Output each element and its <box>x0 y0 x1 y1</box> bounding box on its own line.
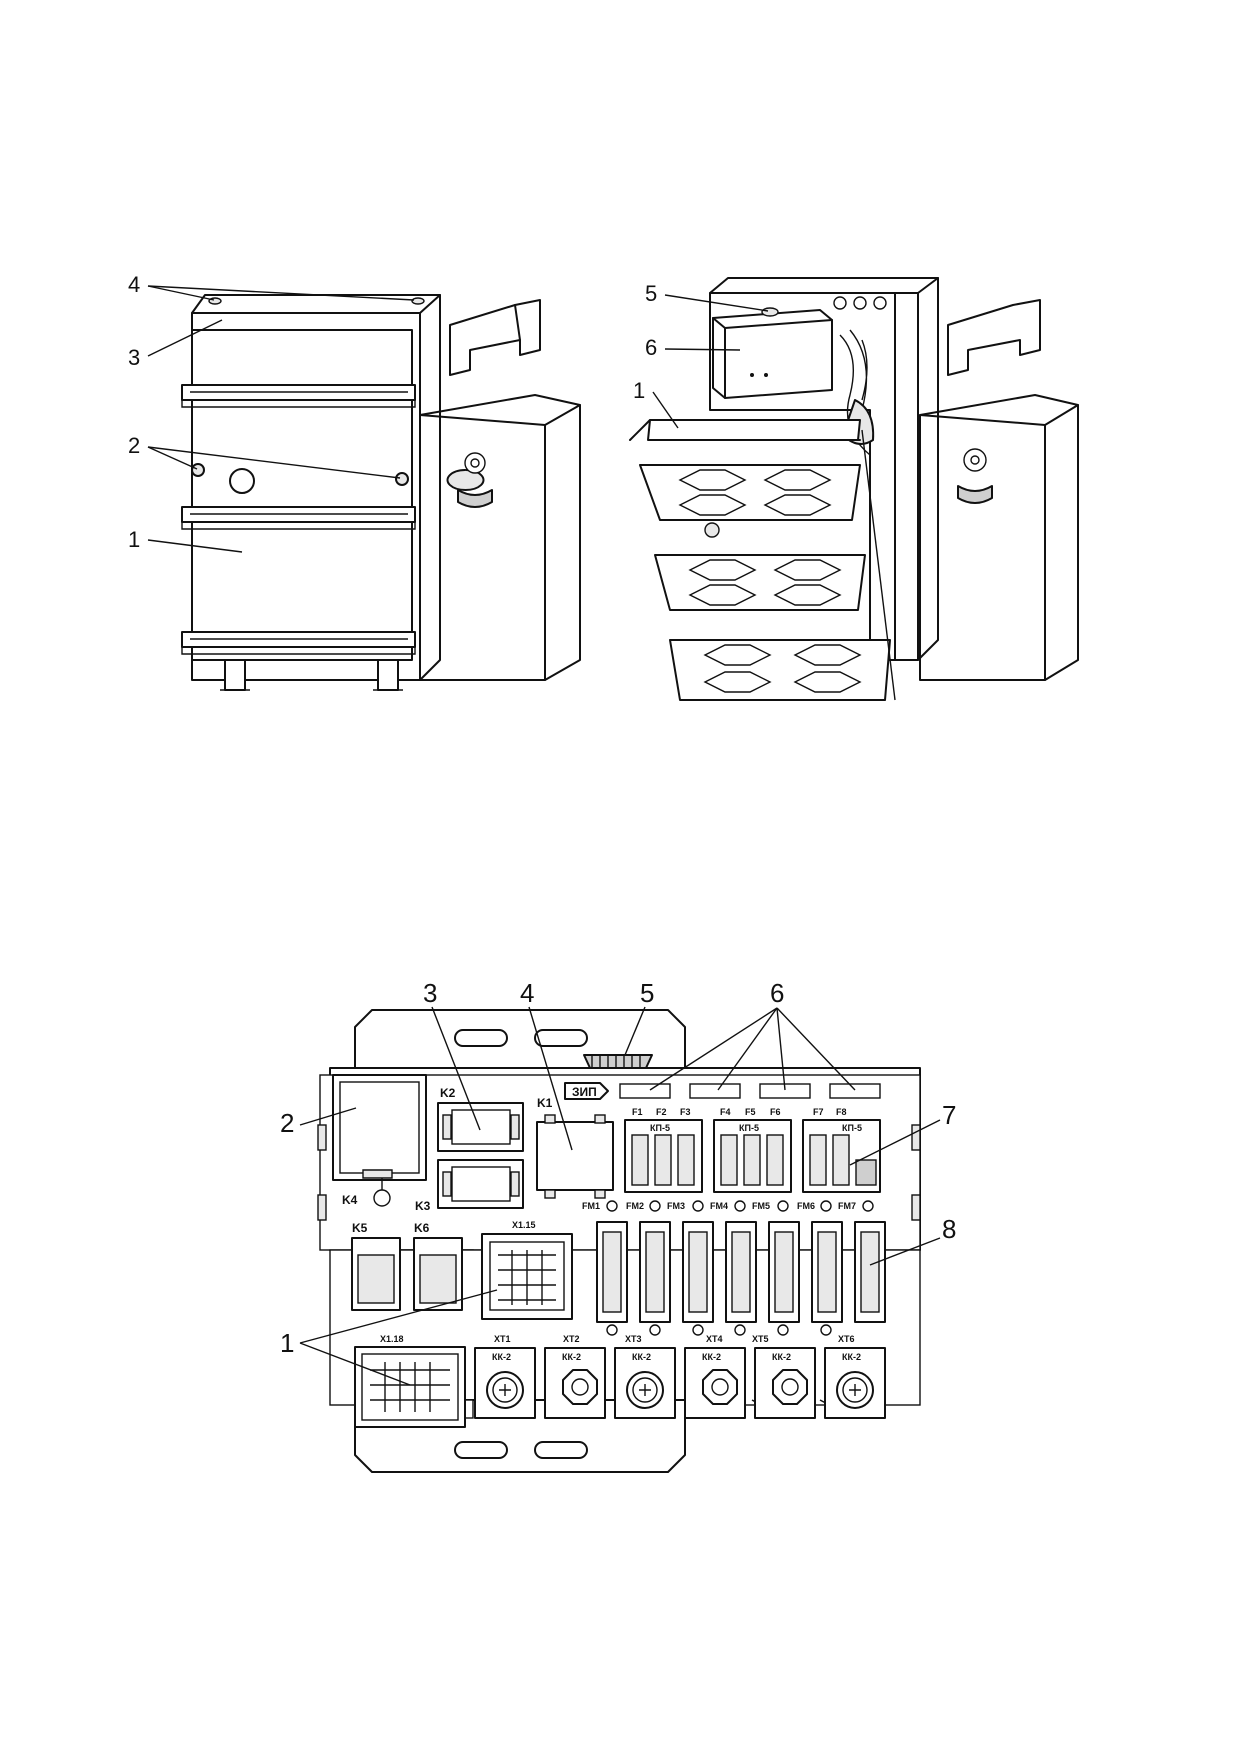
fm-label-4: FM4 <box>710 1201 728 1211</box>
callout-4: 4 <box>128 272 140 297</box>
step-grid-2 <box>654 554 866 611</box>
svg-text:КП-5: КП-5 <box>842 1123 862 1133</box>
fuse-label-f6: F6 <box>770 1107 781 1117</box>
callout-2: 2 <box>128 433 140 458</box>
terminal-xt1: КК-2 <box>474 1347 536 1419</box>
fm-label-1: FM1 <box>582 1201 600 1211</box>
callout-4: 4 <box>520 978 534 1008</box>
callout-3: 3 <box>423 978 437 1008</box>
svg-text:КП-5: КП-5 <box>650 1123 670 1133</box>
relay-label-k4: K4 <box>342 1193 358 1207</box>
cabinet-open-view <box>629 277 1079 701</box>
fm-label-6: FM6 <box>797 1201 815 1211</box>
fuse-label-f2: F2 <box>656 1107 667 1117</box>
panel-lower-area: K5 K6 X1.15 X1.18 XT1 XT2 XT3 <box>329 1220 921 1473</box>
fuse-label-f3: F3 <box>680 1107 691 1117</box>
terminal-label-xt3: XT3 <box>625 1334 642 1344</box>
fuse-label-f7: F7 <box>813 1107 824 1117</box>
callout-6: 6 <box>645 335 657 360</box>
connector-label-x115: X1.15 <box>512 1220 536 1230</box>
callout-2: 2 <box>280 1108 294 1138</box>
terminal-label-xt5: XT5 <box>752 1334 769 1344</box>
fuse-holders <box>596 1221 886 1323</box>
fm-row: FM1 FM2 FM3 FM4 FM5 FM6 FM7 <box>582 1200 874 1212</box>
fm-label-3: FM3 <box>667 1201 685 1211</box>
panel-front-view: ЗИП K4 K2 K3 K1 F1 F2 F3 F4 <box>317 1009 921 1313</box>
terminal-xt6: КК-2 <box>824 1347 886 1419</box>
svg-text:КК-2: КК-2 <box>492 1352 511 1362</box>
connector-label-x118: X1.18 <box>380 1334 404 1344</box>
relay-label-k2: K2 <box>440 1086 456 1100</box>
fuse-block-1: КП-5 <box>624 1119 703 1193</box>
svg-text:КК-2: КК-2 <box>562 1352 581 1362</box>
relay-label-k6: K6 <box>414 1221 430 1235</box>
terminal-label-xt2: XT2 <box>563 1334 580 1344</box>
zip-label: ЗИП <box>572 1085 597 1099</box>
fm-label-5: FM5 <box>752 1201 770 1211</box>
terminal-xt2: КК-2 <box>544 1347 606 1419</box>
callout-1: 1 <box>128 527 140 552</box>
terminal-label-xt6: XT6 <box>838 1334 855 1344</box>
fm-label-7: FM7 <box>838 1201 856 1211</box>
fuse-block-2: КП-5 <box>713 1119 792 1193</box>
svg-text:КК-2: КК-2 <box>702 1352 721 1362</box>
terminal-label-xt4: XT4 <box>706 1334 723 1344</box>
terminal-xt3: КК-2 <box>614 1347 676 1419</box>
step-grid-3 <box>669 639 891 701</box>
terminal-xt4: КК-2 <box>684 1347 746 1419</box>
callouts-top-right: 5 6 1 <box>633 281 769 429</box>
callouts-top-left: 4 3 2 1 <box>128 272 415 553</box>
callout-8: 8 <box>942 1214 956 1244</box>
callout-1: 1 <box>633 378 645 403</box>
callout-1: 1 <box>280 1328 294 1358</box>
callout-6: 6 <box>770 978 784 1008</box>
svg-text:КК-2: КК-2 <box>632 1352 651 1362</box>
svg-text:КК-2: КК-2 <box>842 1352 861 1362</box>
callout-7: 7 <box>942 1100 956 1130</box>
fuse-label-f5: F5 <box>745 1107 756 1117</box>
svg-text:КК-2: КК-2 <box>772 1352 791 1362</box>
callout-3: 3 <box>128 345 140 370</box>
terminal-label-xt1: XT1 <box>494 1334 511 1344</box>
svg-text:КП-5: КП-5 <box>739 1123 759 1133</box>
relay-label-k5: K5 <box>352 1221 368 1235</box>
step-grid-1 <box>639 464 861 521</box>
callouts-bottom: 3 4 5 6 2 7 8 1 <box>280 978 956 1386</box>
relay-label-k1: K1 <box>537 1096 553 1110</box>
fm-label-2: FM2 <box>626 1201 644 1211</box>
fuse-label-f4: F4 <box>720 1107 731 1117</box>
cabinet-closed-view <box>181 294 581 691</box>
callout-5: 5 <box>645 281 657 306</box>
fuse-label-f8: F8 <box>836 1107 847 1117</box>
callout-5: 5 <box>640 978 654 1008</box>
terminal-xt5: КК-2 <box>754 1347 816 1419</box>
relay-label-k3: K3 <box>415 1199 431 1213</box>
fuse-label-f1: F1 <box>632 1107 643 1117</box>
